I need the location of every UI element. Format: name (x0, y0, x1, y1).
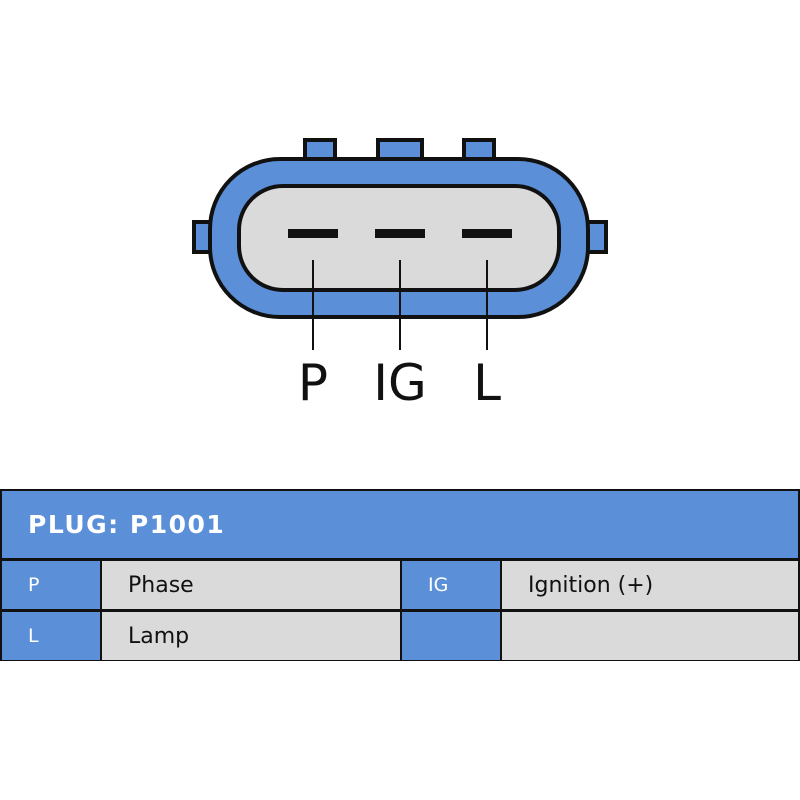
connector-diagram: P IG L (192, 138, 608, 412)
terminal-blade-ig (375, 229, 425, 238)
pin-label-ig: IG (373, 354, 427, 412)
table-title: PLUG: P1001 (2, 491, 798, 558)
pin-label-p: P (298, 354, 328, 412)
pin-code-cell: IG (402, 561, 500, 609)
pin-description-cell: Phase (102, 561, 400, 609)
pin-code-cell: P (2, 561, 100, 609)
pin-description-cell: Lamp (102, 612, 400, 660)
pin-description-cell: Ignition (+) (502, 561, 798, 609)
pin-code-cell: L (2, 612, 100, 660)
pin-description-cell-empty (502, 612, 798, 660)
pin-label-l: L (473, 354, 501, 412)
pin-table: PLUG: P1001 P Phase IG Ignition (+) L La… (0, 489, 800, 661)
pin-code-cell-empty (402, 612, 500, 660)
terminal-blade-l (462, 229, 512, 238)
terminal-blade-p (288, 229, 338, 238)
